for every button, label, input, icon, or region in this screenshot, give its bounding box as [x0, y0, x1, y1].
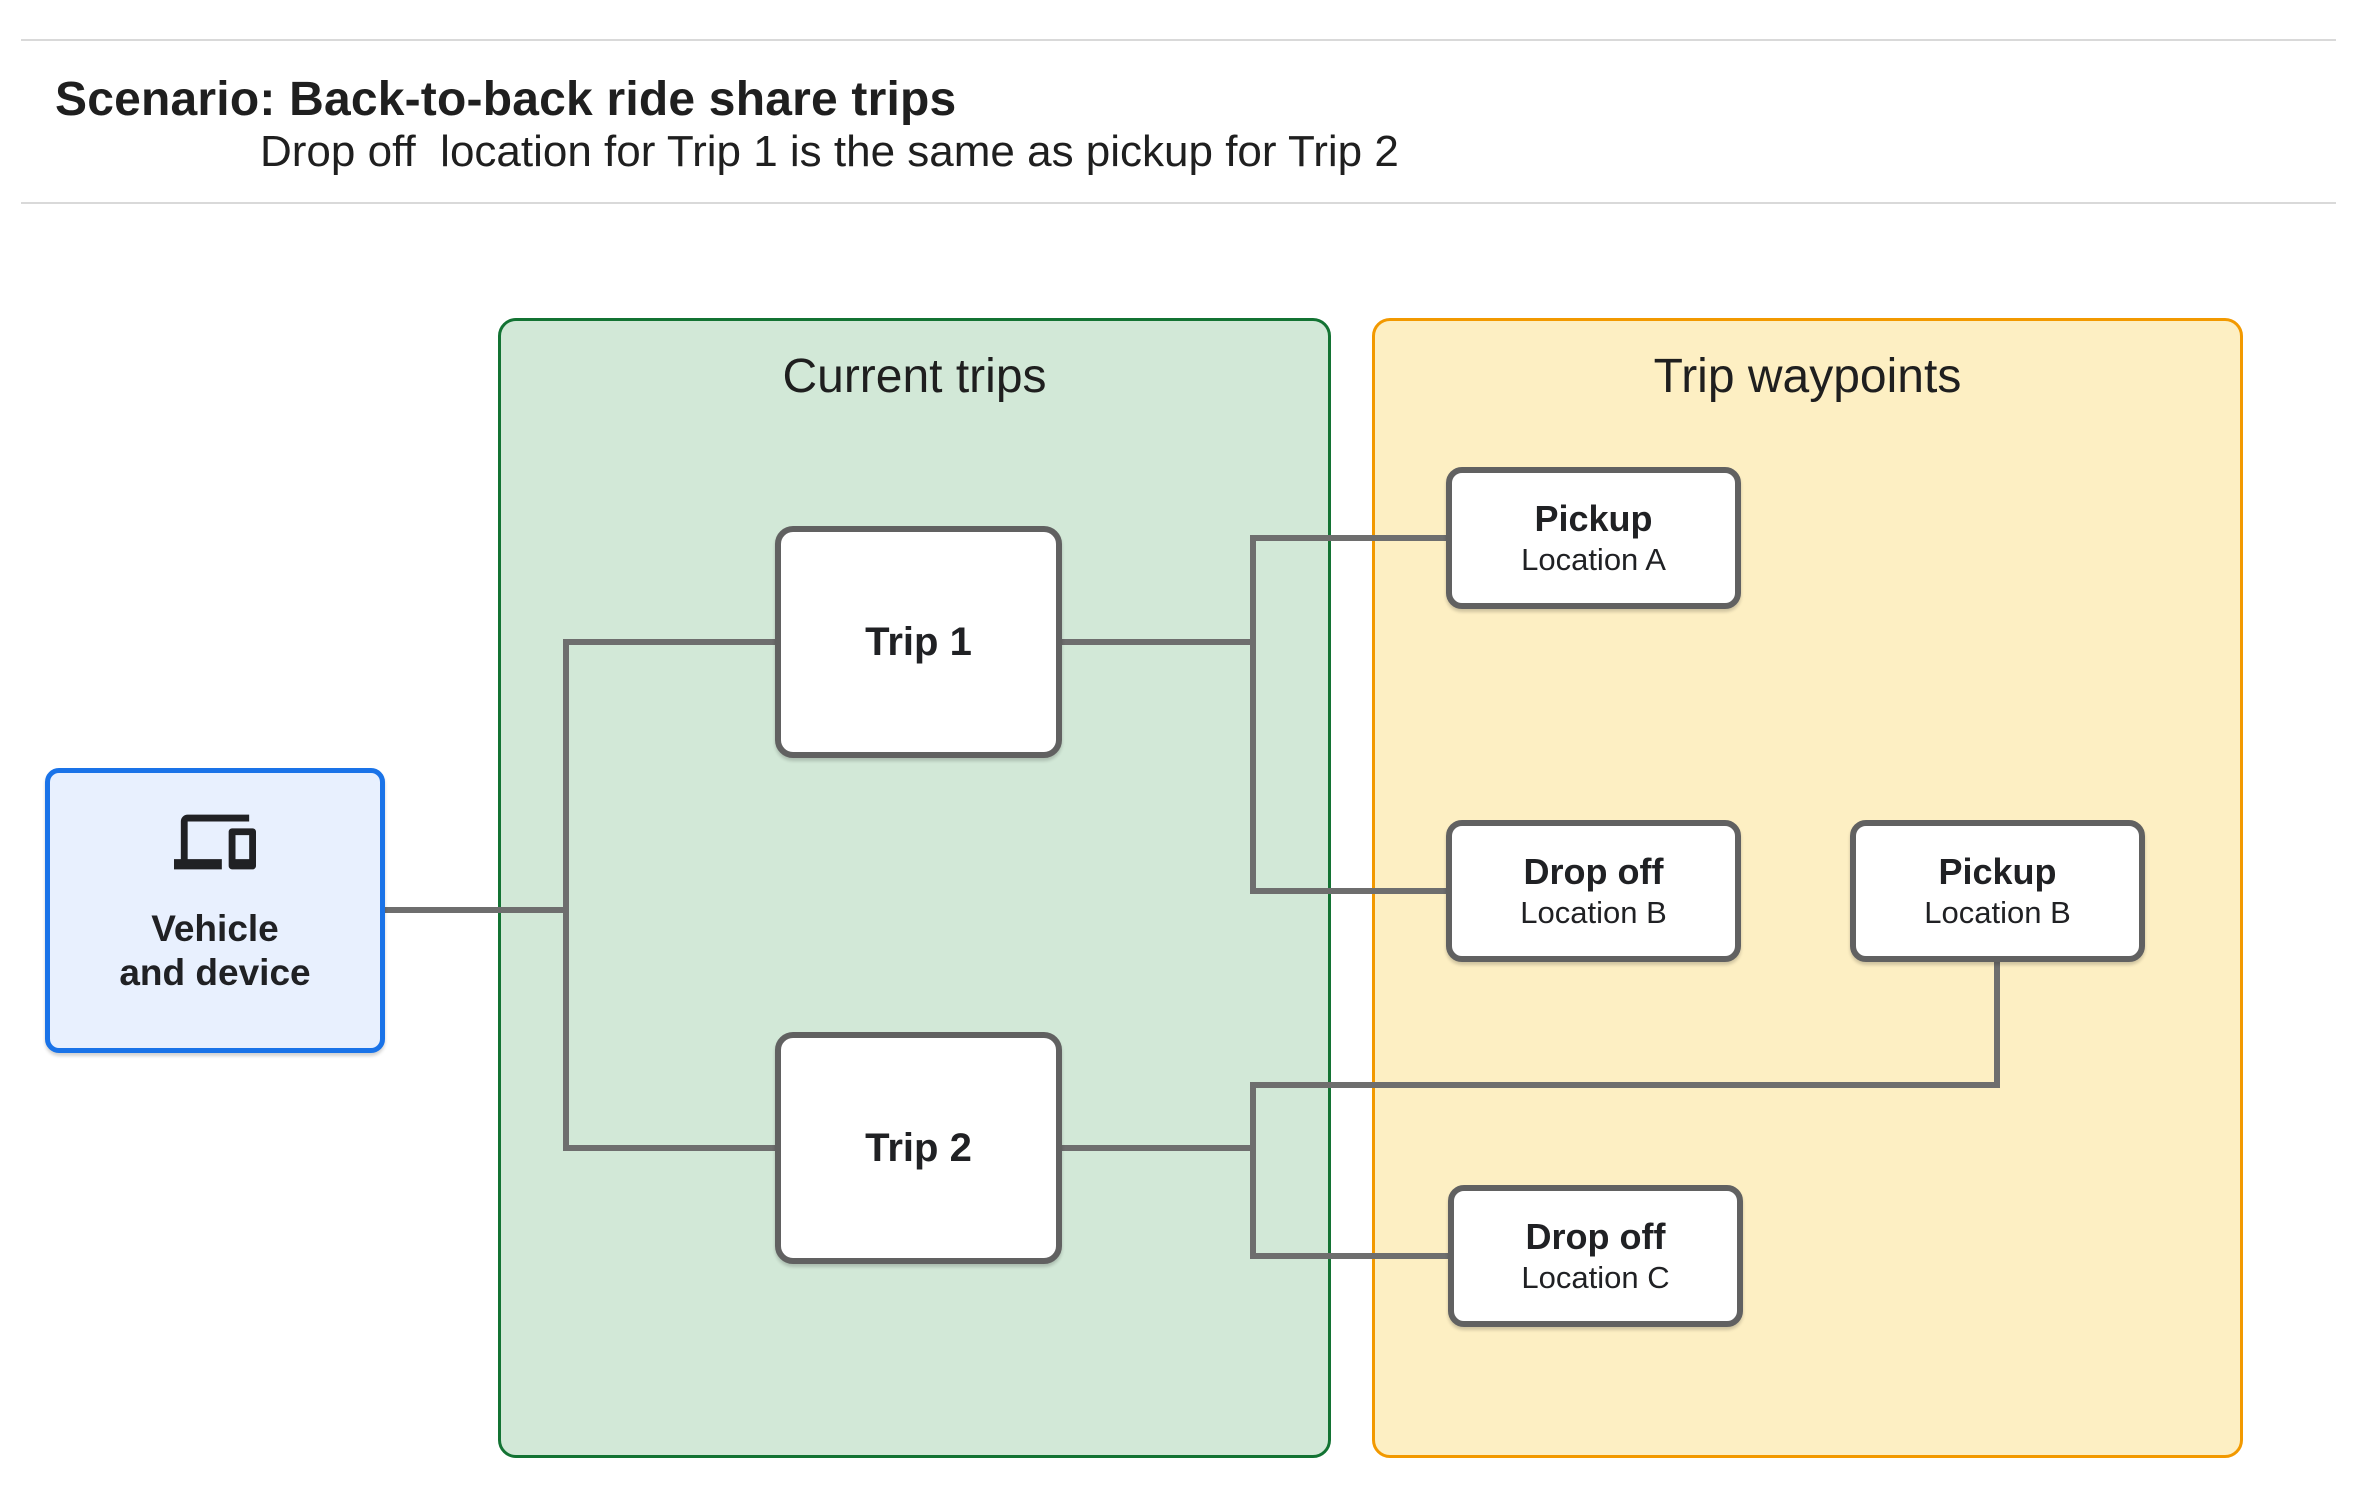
pickup-b-subtitle: Location B	[1924, 895, 2071, 930]
dropoff-c-title: Drop off	[1525, 1216, 1666, 1257]
trip-2-node: Trip 2	[775, 1032, 1062, 1264]
trip-1-label: Trip 1	[865, 619, 972, 664]
pickup-location-a-node: Pickup Location A	[1446, 467, 1741, 609]
vehicle-node-label-line2: and device	[119, 952, 311, 993]
connector-to-pickup-a	[1250, 535, 1446, 541]
connector-trip2-branch-vertical	[1250, 1082, 1256, 1259]
connector-junction-to-trip1	[563, 639, 775, 645]
header-divider	[21, 202, 2336, 204]
pickup-a-title: Pickup	[1534, 498, 1653, 539]
pickup-b-title: Pickup	[1938, 851, 2057, 892]
dropoff-b-subtitle: Location B	[1520, 895, 1667, 930]
trip-waypoints-title: Trip waypoints	[1653, 350, 1962, 403]
dropoff-location-b-node: Drop off Location B	[1446, 820, 1741, 962]
connector-to-dropoff-c	[1250, 1253, 1448, 1259]
vehicle-node-label-line1: Vehicle	[151, 908, 279, 949]
vehicle-node-label: Vehicle and device	[119, 907, 310, 995]
page-subtitle: Drop off location for Trip 1 is the same…	[260, 127, 1399, 176]
pickup-a-subtitle: Location A	[1521, 542, 1666, 577]
connector-pickup-b-horizontal	[1250, 1082, 2000, 1088]
dropoff-location-c-node: Drop off Location C	[1448, 1185, 1743, 1327]
current-trips-container: Current trips	[498, 318, 1331, 1458]
connector-vehicle-to-junction	[385, 907, 566, 913]
pickup-location-b-node: Pickup Location B	[1850, 820, 2145, 962]
page-title: Scenario: Back-to-back ride share trips	[55, 73, 957, 126]
connector-pickup-b-vertical	[1994, 960, 2000, 1088]
dropoff-c-subtitle: Location C	[1521, 1260, 1670, 1295]
connector-trip1-right	[1062, 639, 1256, 645]
devices-icon	[174, 814, 256, 870]
current-trips-title: Current trips	[782, 350, 1047, 403]
connector-trip2-right	[1062, 1145, 1256, 1151]
connector-to-dropoff-b	[1250, 888, 1446, 894]
connector-trip1-branch-vertical	[1250, 535, 1256, 894]
vehicle-and-device-node: Vehicle and device	[45, 768, 385, 1053]
connector-junction-vertical	[563, 639, 569, 1151]
top-divider	[21, 39, 2336, 41]
trip-2-label: Trip 2	[865, 1125, 972, 1170]
trip-1-node: Trip 1	[775, 526, 1062, 758]
connector-junction-to-trip2	[563, 1145, 775, 1151]
dropoff-b-title: Drop off	[1523, 851, 1664, 892]
